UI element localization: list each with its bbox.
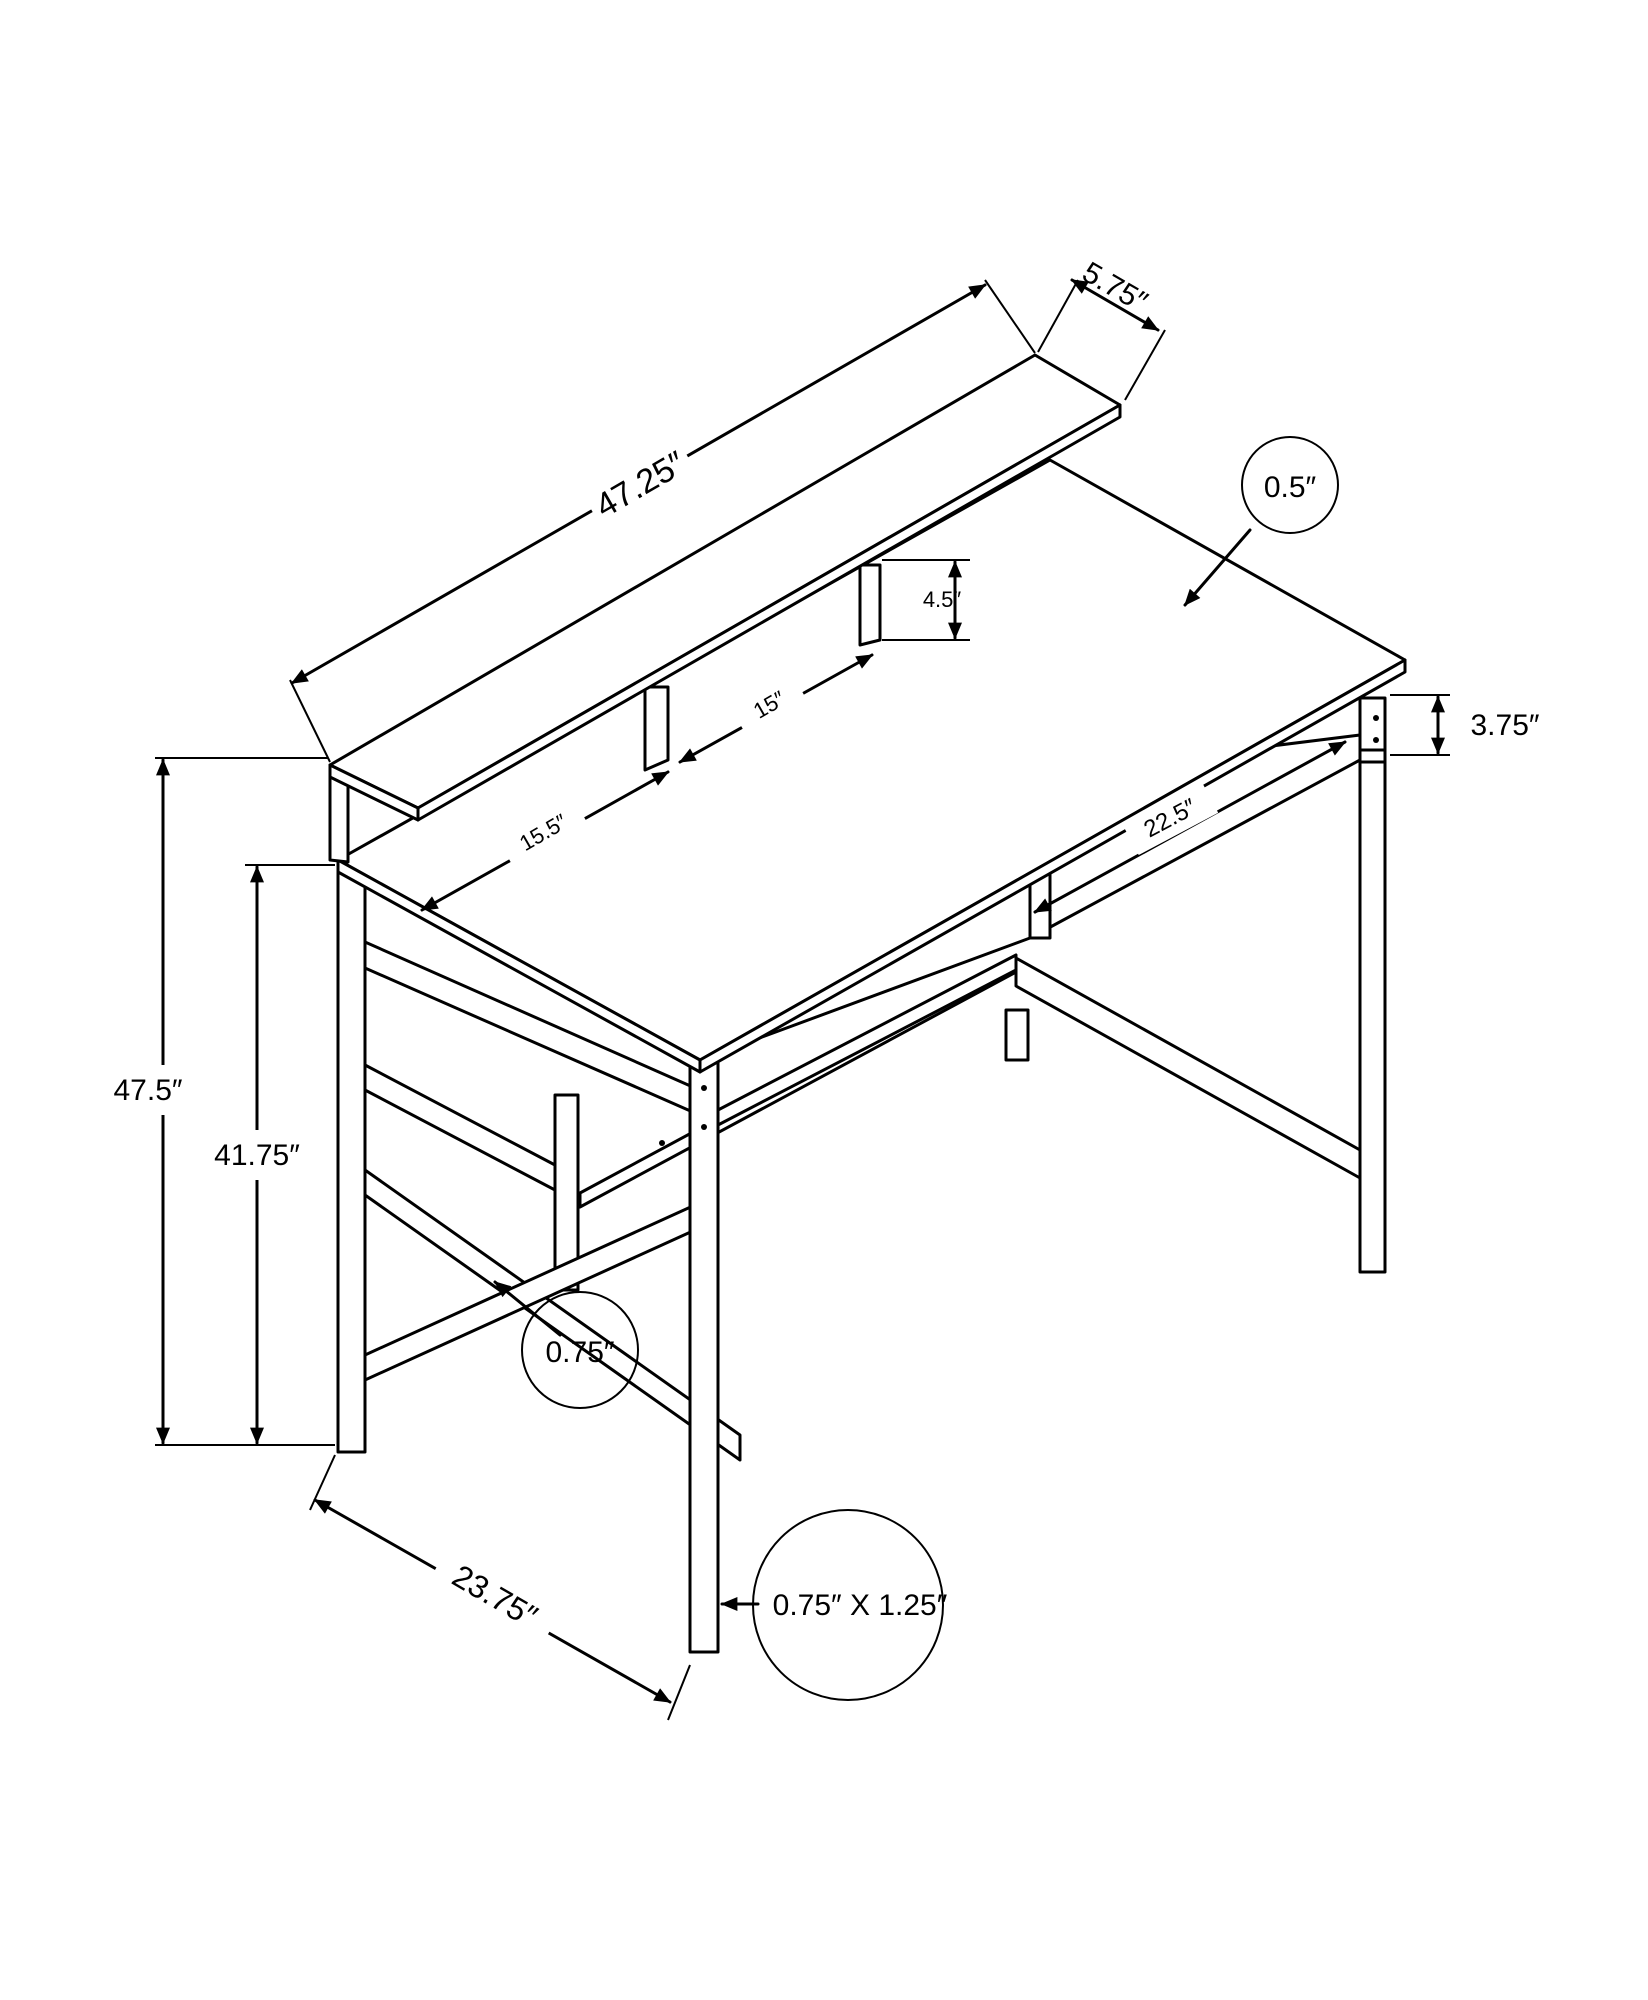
front-left-leg bbox=[336, 870, 367, 1454]
desk-height-label: 41.75″ bbox=[214, 1139, 300, 1172]
front-right-leg bbox=[688, 1058, 720, 1654]
riser-height-label: 4.5″ bbox=[923, 587, 962, 612]
apron-height-label: 3.75″ bbox=[1470, 709, 1539, 742]
bar-thickness-callout-circle bbox=[521, 1291, 639, 1409]
shelf-depth-line bbox=[1070, 278, 1160, 332]
overall-height-label: 47.5″ bbox=[113, 1074, 182, 1107]
top-thickness-label: 0.5″ bbox=[1264, 471, 1317, 504]
top-thickness-callout-circle bbox=[1241, 436, 1339, 534]
right-side-frame bbox=[1014, 696, 1387, 1274]
desk-illustration bbox=[328, 353, 1407, 1654]
bar-thickness-arrow bbox=[493, 1280, 562, 1337]
top-thickness-arrow bbox=[1183, 528, 1252, 607]
leg-size-callout-circle bbox=[752, 1509, 944, 1701]
leg-size-label: 0.75″ X 1.25″ bbox=[773, 1589, 948, 1622]
shelf-depth-label: 5.75″ bbox=[1077, 256, 1154, 319]
bar-thickness-label: 0.75″ bbox=[545, 1336, 614, 1369]
back-right-leg bbox=[1004, 1008, 1030, 1062]
